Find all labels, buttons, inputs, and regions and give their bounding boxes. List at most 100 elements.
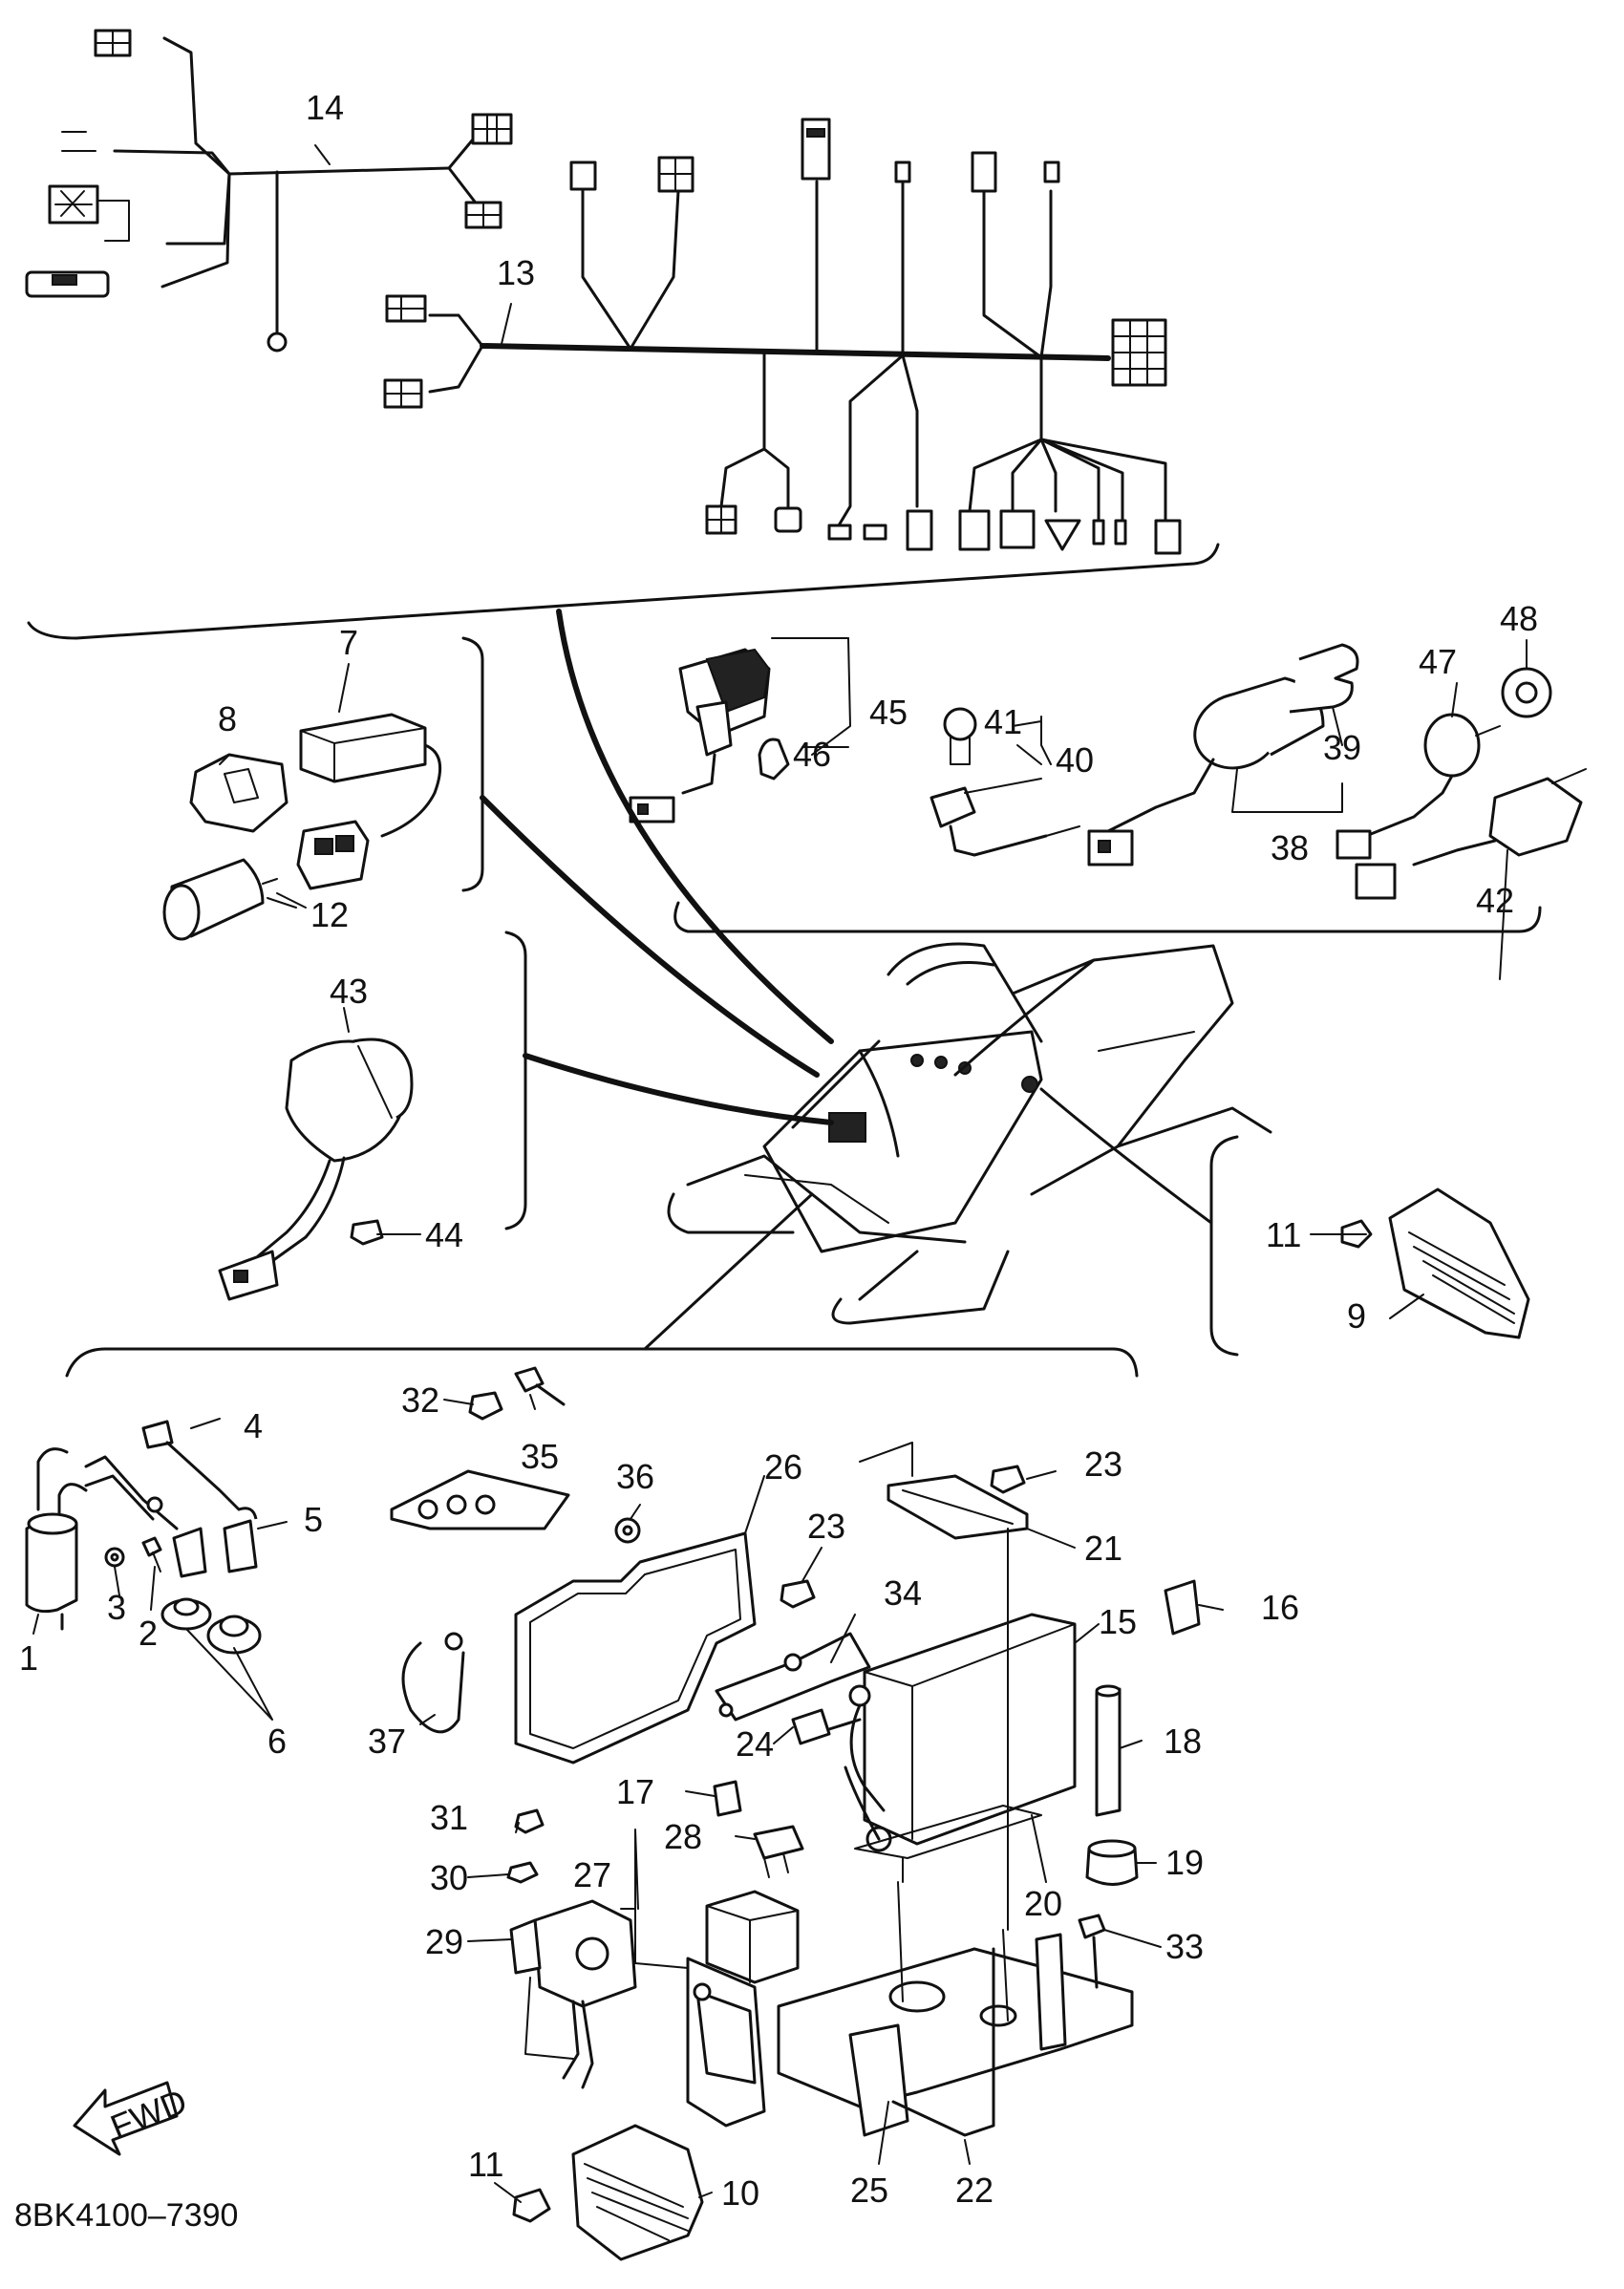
part-10-rectifier: [571, 2124, 704, 2261]
leader-top-to-machine: [556, 609, 834, 1044]
callout-leader-lines: [32, 144, 1528, 2203]
part-16-label: [1164, 1579, 1201, 1636]
right-mid-bracket: [673, 901, 1542, 933]
callout-36: 36: [616, 1457, 654, 1496]
callout-43: 43: [330, 972, 368, 1011]
part-29-starter-relay: [509, 1899, 637, 2089]
callout-labels: 14 13 7 8 12 45 46 41 40 39 38 47 48 42 …: [19, 88, 1538, 2213]
callout-1: 1: [19, 1638, 38, 1678]
callout-19: 19: [1165, 1843, 1204, 1882]
callout-31: 31: [430, 1798, 468, 1837]
callout-3: 3: [107, 1588, 126, 1627]
callout-45: 45: [869, 693, 908, 732]
callout-18: 18: [1164, 1722, 1202, 1761]
callout-32: 32: [401, 1380, 439, 1420]
part-36-washer: [614, 1517, 641, 1544]
callout-26: 26: [764, 1447, 802, 1487]
part-27-relay: [686, 1890, 800, 2128]
callout-9: 9: [1347, 1296, 1366, 1336]
callout-33: 33: [1165, 1927, 1204, 1966]
part-28-fuse: [753, 1825, 804, 1878]
callout-46: 46: [793, 735, 831, 774]
part-24-connector: [791, 1708, 862, 1745]
callout-20: 20: [1024, 1884, 1062, 1923]
callout-10: 10: [721, 2173, 759, 2213]
part-7-control-box: [299, 713, 442, 838]
part-leads-4-5: [84, 1420, 258, 1578]
callout-12: 12: [310, 895, 349, 934]
callout-4: 4: [244, 1406, 263, 1445]
callout-22: 22: [955, 2171, 994, 2210]
part-23-nut-mid: [780, 1579, 816, 1609]
callout-16: 16: [1261, 1588, 1299, 1627]
callout-23-top: 23: [1084, 1444, 1122, 1484]
callout-24: 24: [736, 1724, 774, 1764]
part-1-ignition-coil: [25, 1447, 88, 1631]
part-41-bulb: [943, 707, 977, 765]
callout-47: 47: [1419, 642, 1457, 681]
part-23-nut-top: [990, 1465, 1026, 1494]
part-6-grommets: [160, 1597, 262, 1655]
part-bracket-32: [390, 1469, 570, 1530]
callout-21: 21: [1084, 1529, 1122, 1568]
callout-41: 41: [984, 702, 1022, 741]
callout-44: 44: [425, 1215, 463, 1254]
part-25-battery-tray: [777, 1528, 1134, 2137]
part-9-regulator: [1388, 1187, 1530, 1339]
callout-39: 39: [1323, 728, 1361, 767]
callout-38: 38: [1271, 828, 1309, 867]
part-32-nut: [468, 1391, 503, 1421]
part-20-pad: [854, 1805, 1042, 1859]
part-40-socket: [930, 744, 1080, 857]
part-2-bolt: [141, 1536, 162, 1572]
callout-17: 17: [616, 1772, 654, 1811]
part-15-battery: [844, 1613, 1077, 1852]
leader-left-to-machine: [480, 795, 820, 1078]
top-section-bracket: [27, 543, 1220, 640]
part-3-washer: [104, 1547, 125, 1568]
forward-direction-arrow: FWD: [73, 2081, 192, 2156]
part-46-bulb: [758, 738, 790, 781]
callout-13: 13: [497, 253, 535, 292]
callout-40: 40: [1056, 740, 1094, 780]
callout-48: 48: [1500, 599, 1538, 638]
callout-8: 8: [218, 699, 237, 738]
drawing-code: 8BK4100–7390: [14, 2197, 238, 2234]
callout-34: 34: [884, 1573, 922, 1613]
snowmobile-illustration: [667, 942, 1272, 1325]
callout-35: 35: [521, 1437, 559, 1476]
part-11-nut-lower: [512, 2188, 551, 2223]
part-45-switch: [629, 648, 771, 824]
part-44-nut: [350, 1219, 384, 1246]
callout-14: 14: [306, 88, 344, 127]
regulator-section-bracket: [1209, 1135, 1239, 1357]
callout-28: 28: [664, 1817, 702, 1856]
callout-23-mid: 23: [807, 1507, 845, 1546]
part-43-horn: [218, 1038, 414, 1301]
bulb-section-bracket: [504, 931, 527, 1230]
callout-7: 7: [339, 623, 358, 662]
part-37-clamp: [401, 1632, 465, 1734]
callout-27: 27: [573, 1855, 611, 1894]
part-26-cover-plate: [514, 1531, 757, 1765]
part-48-ring: [1501, 667, 1552, 718]
callout-2: 2: [139, 1614, 158, 1653]
callout-25: 25: [850, 2171, 888, 2210]
callout-30: 30: [430, 1858, 468, 1897]
callout-5: 5: [304, 1500, 323, 1539]
part-34-bracket: [715, 1632, 871, 1722]
part-8-cap: [189, 753, 288, 833]
part-39-clip: [1289, 643, 1359, 714]
callout-15: 15: [1099, 1602, 1137, 1641]
callout-11-lower: 11: [468, 2145, 503, 2184]
leader-reg-to-machine: [1039, 1087, 1213, 1225]
callout-37: 37: [368, 1722, 406, 1761]
left-mid-bracket: [461, 636, 484, 892]
callout-11-right: 11: [1266, 1215, 1301, 1254]
part-42-switch: [1355, 768, 1587, 900]
part-22-hold-rod: [891, 1947, 995, 2137]
part-47-switch: [1336, 713, 1501, 860]
part-31-nut: [514, 1808, 545, 1834]
